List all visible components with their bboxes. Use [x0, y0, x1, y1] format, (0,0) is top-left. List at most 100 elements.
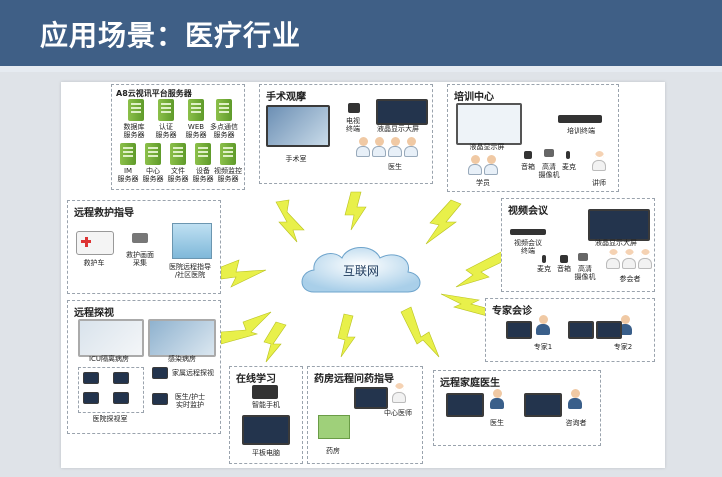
capture-label: 救护画面 采集	[126, 251, 154, 267]
conf-display-label: 液晶显示大屏	[595, 239, 637, 247]
server-icon	[158, 99, 174, 121]
visit-monitor-icon	[113, 392, 129, 404]
doctor-icon	[372, 137, 386, 157]
display-label: 液晶显示大屏	[377, 125, 419, 133]
server-icon	[145, 143, 161, 165]
doctor-icon	[388, 137, 402, 157]
slide-header: 应用场景：医疗行业	[0, 0, 722, 72]
pharmacy-label: 药房	[326, 447, 340, 455]
server-label: 多点通信 服务器	[210, 123, 238, 139]
pharmacy-building-icon	[318, 415, 350, 439]
server-label: WEB 服务器	[185, 123, 207, 139]
lcd-screen-icon	[376, 99, 428, 125]
bolt-surgery	[344, 191, 367, 231]
microphone-icon	[566, 151, 570, 159]
server-icon	[220, 143, 236, 165]
server-icon	[216, 99, 232, 121]
tv-terminal-icon	[348, 103, 360, 113]
terminal-label: 电视 终端	[346, 117, 360, 133]
cloud-icon	[301, 247, 421, 293]
bolt-rescue	[220, 259, 267, 288]
icu-label: ICU隔离病房	[88, 355, 130, 363]
training-terminal-icon	[558, 115, 602, 123]
bolt-family	[400, 306, 440, 358]
ambulance-icon	[76, 231, 114, 255]
server-label: 设备 服务器	[192, 167, 214, 183]
server-label: 视频监控 服务器	[214, 167, 242, 183]
server-label: 认证 服务器	[155, 123, 177, 139]
rescue-title: 远程救护指导	[74, 208, 134, 219]
bolt-visit	[220, 311, 272, 345]
server-label: IM 服务器	[117, 167, 139, 183]
surgery-box: 手术观摩 手术室 电视 终端 液晶显示大屏 医生	[259, 84, 433, 184]
visit-room-frame	[78, 367, 144, 413]
bolt-pharmacy	[337, 313, 356, 358]
conf-display-icon	[588, 209, 650, 241]
online-learning-title: 在线学习	[236, 374, 276, 385]
expert1-label: 专家1	[533, 343, 553, 351]
pharmacy-monitor-icon	[354, 387, 388, 409]
expert2-label: 专家2	[613, 343, 633, 351]
server-icon	[170, 143, 186, 165]
server-icon	[128, 99, 144, 121]
conf-speaker-icon	[560, 255, 568, 263]
infection-label: 感染病房	[168, 355, 196, 363]
cloud-label: 互联网	[342, 264, 379, 278]
attendee-icon	[622, 249, 636, 269]
diagram-panel: 互联网 A8云视讯平台服务器 数据库 服务器 认证 服务器 WEB 服务器 多点…	[61, 82, 665, 468]
family-monitor-icon	[152, 367, 168, 379]
training-mic-label: 音箱	[521, 163, 535, 171]
conf-camera-icon	[578, 253, 588, 261]
family-doctor-box: 远程家庭医生 医生 咨询者	[433, 370, 601, 446]
visit-monitor-icon	[83, 392, 99, 404]
tablet-label: 平板电脑	[252, 449, 280, 457]
doctors-label: 医生	[388, 163, 402, 171]
remote-visit-box: 远程探视 ICU隔离病房 感染病房 医院探视室 家属远程探视 医生/护士 实时监…	[67, 300, 221, 434]
infection-ward-image	[148, 319, 216, 357]
doctor-icon	[404, 137, 418, 157]
training-box: 培训中心 液晶显示屏 培训终端 音箱 高清 摄像机 麦克 学员 讲师	[447, 84, 619, 192]
slide-title: 应用场景：医疗行业	[40, 19, 302, 52]
server-icon	[195, 143, 211, 165]
surgery-title: 手术观摩	[266, 92, 306, 103]
family-doctor-icon	[490, 389, 504, 409]
bolt-training	[425, 199, 462, 245]
tablet-icon	[242, 415, 290, 445]
nurse-monitor-icon	[152, 393, 168, 405]
camera-icon	[544, 149, 554, 157]
visit-monitor-icon	[83, 372, 99, 384]
teacher-icon	[592, 151, 606, 171]
patient-monitor-icon	[524, 393, 562, 417]
training-display-label: 液晶显示屏	[469, 143, 505, 151]
student-icon	[468, 155, 482, 175]
doctor-nurse-label: 医生/护士 实时监护	[174, 393, 206, 409]
hospital-building-icon	[172, 223, 212, 259]
attendee-icon	[606, 249, 620, 269]
visit-monitor-icon	[113, 372, 129, 384]
training-display-icon	[456, 103, 522, 145]
ambulance-label: 救护车	[83, 259, 105, 267]
conf-speaker-label: 音箱	[557, 265, 571, 273]
rescue-box: 远程救护指导 救护车 救护画面 采集 医院远程指导 /社区医院	[67, 200, 221, 294]
server-label: 文件 服务器	[167, 167, 189, 183]
attendee-icon	[638, 249, 652, 269]
pharmacy-title: 药房远程问药指导	[314, 374, 394, 385]
internet-cloud: 互联网	[296, 242, 426, 302]
conf-camera-label: 高清 摄像机	[574, 265, 596, 281]
family-doctor-monitor-icon	[446, 393, 484, 417]
bolt-servers	[275, 199, 305, 243]
expert-box: 专家会诊 专家1 专家2	[485, 298, 655, 362]
expert-title: 专家会诊	[492, 306, 532, 317]
bolt-online	[263, 321, 287, 363]
speaker-icon	[524, 151, 532, 159]
capture-camera-icon	[132, 233, 148, 243]
conf-mic-icon	[542, 255, 546, 263]
video-conf-box: 视频会议 液晶显示大屏 视频会议 终端 麦克 音箱 高清 摄像机 参会者	[501, 198, 655, 292]
doctor-icon	[356, 137, 370, 157]
patient-icon	[568, 389, 582, 409]
server-label: 数据库 服务器	[123, 123, 145, 139]
server-icon	[120, 143, 136, 165]
training-terminal-label: 培训终端	[567, 127, 595, 135]
expert-icon	[536, 315, 550, 335]
expert-icon	[618, 315, 632, 335]
